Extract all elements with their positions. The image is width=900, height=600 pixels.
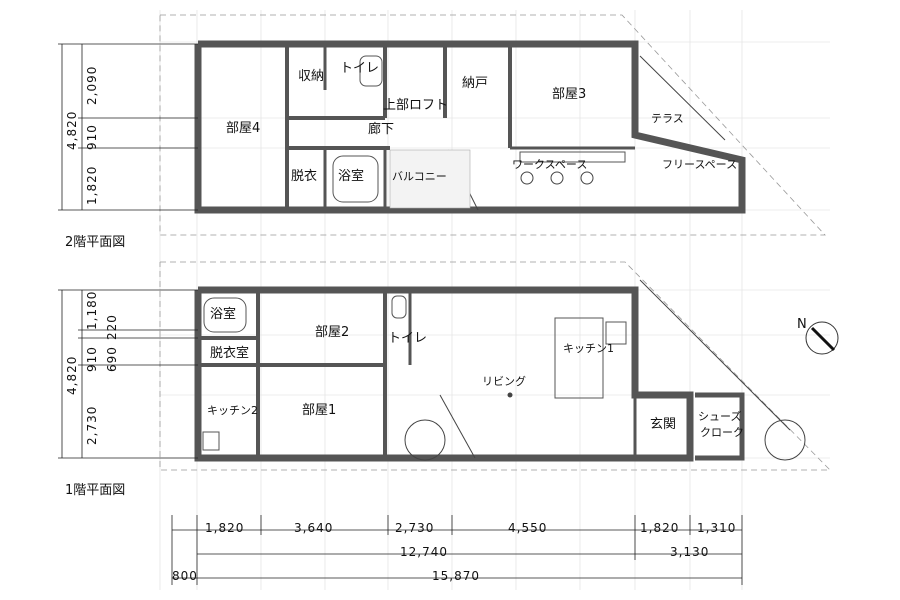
room-loft-label: 上部ロフト [383,98,448,113]
room-changing-2f-label: 脱衣 [291,168,317,184]
dim-1f-910: 910 [85,346,99,372]
terrace-edge [639,55,726,141]
room-2-label: 部屋2 [315,325,349,340]
plan-1f-title: 1階平面図 [65,483,125,498]
room-bath-2f-label: 浴室 [338,168,364,184]
dim-bottom-800: 800 [172,569,198,583]
dim-bottom-2730: 2,730 [395,521,434,535]
room-workspace-label: ワークスペース [512,158,587,171]
north-arrow: N [797,317,839,355]
room-entrance-label: 玄関 [650,417,676,432]
dim-bottom-3130: 3,130 [670,545,709,559]
background-grid [159,10,830,590]
dim-2f-1820: 1,820 [85,166,99,205]
plan-2f: 収納 トイレ 上部ロフト 納戸 部屋3 部屋4 廊下 テラス 脱衣 浴室 バルコ… [58,14,826,250]
room-bath-1f-label: 浴室 [210,306,236,322]
toilet-1f [391,295,407,319]
stool-2 [550,171,564,185]
dim-bottom-1310: 1,310 [697,521,736,535]
dim-1f-220: 220 [105,314,119,340]
dim-bottom-4550: 4,550 [508,521,547,535]
bottom-dimensions: 1,820 3,640 2,730 4,550 1,820 1,310 12,7… [171,515,743,585]
room-shoes-label: シューズ [698,409,741,423]
approach-edge [639,279,791,431]
room-hallway-label: 廊下 [368,121,394,137]
north-arrow-needle [810,326,836,352]
room-3-label: 部屋3 [552,87,586,102]
stove [605,321,627,345]
dim-1f-690: 690 [105,346,119,372]
fridge [202,431,220,451]
living-edge [439,394,476,459]
site-boundary-1f [159,261,831,471]
room-toilet-1f-label: トイレ [388,331,427,346]
dim-bottom-12740: 12,740 [400,545,448,559]
dim-bottom-1820a: 1,820 [205,521,244,535]
dim-2f-2090: 2,090 [85,66,99,105]
bathtub-2f [332,155,379,203]
room-freespace-label: フリースペース [662,158,737,171]
stool-1 [520,171,534,185]
work-desk [519,151,626,163]
room-terrace-label: テラス [651,112,684,125]
bathtub-1f [203,297,247,333]
room-closet-label: 納戸 [462,76,488,91]
room-balcony-label: バルコニー [392,170,447,183]
dim-1f-2730: 2,730 [85,406,99,445]
room-1-label: 部屋1 [302,403,336,418]
shoe-closet-wall [695,392,745,461]
balcony-tile [389,149,471,209]
tree-planter-2 [764,419,806,461]
dim-bottom-3640: 3,640 [294,521,333,535]
room-living-label: リビング [482,374,526,388]
plan-1f: 浴室 部屋2 トイレ 脱衣室 キッチン1 リビング キッチン2 部屋1 玄関 シ… [58,261,831,498]
toilet-2f [359,55,383,87]
north-arrow-circle [805,321,839,355]
stool-3 [580,171,594,185]
room-cloak-label: クローク [700,426,744,439]
dim-1f-4820: 4,820 [65,356,79,395]
dim-bottom-1820b: 1,820 [640,521,679,535]
dim-1f-1180: 1,180 [85,291,99,330]
room-changing-1f-label: 脱衣室 [210,345,249,361]
room-4-label: 部屋4 [226,121,260,136]
room-storage-label: 収納 [298,69,324,84]
dim-bottom-15870: 15,870 [432,569,480,583]
dim-2f-4820: 4,820 [65,111,79,150]
room-kitchen1-label: キッチン1 [563,342,614,355]
room-toilet-2f-label: トイレ [340,61,379,76]
room-kitchen2-label: キッチン2 [207,404,258,417]
site-boundary-2f [159,14,826,236]
dim-2f-910: 910 [85,124,99,150]
plan-2f-title: 2階平面図 [65,235,125,250]
living-center-mark [507,392,513,398]
north-label: N [797,317,807,332]
tree-planter-1 [404,419,446,461]
kitchen-island [554,317,604,399]
